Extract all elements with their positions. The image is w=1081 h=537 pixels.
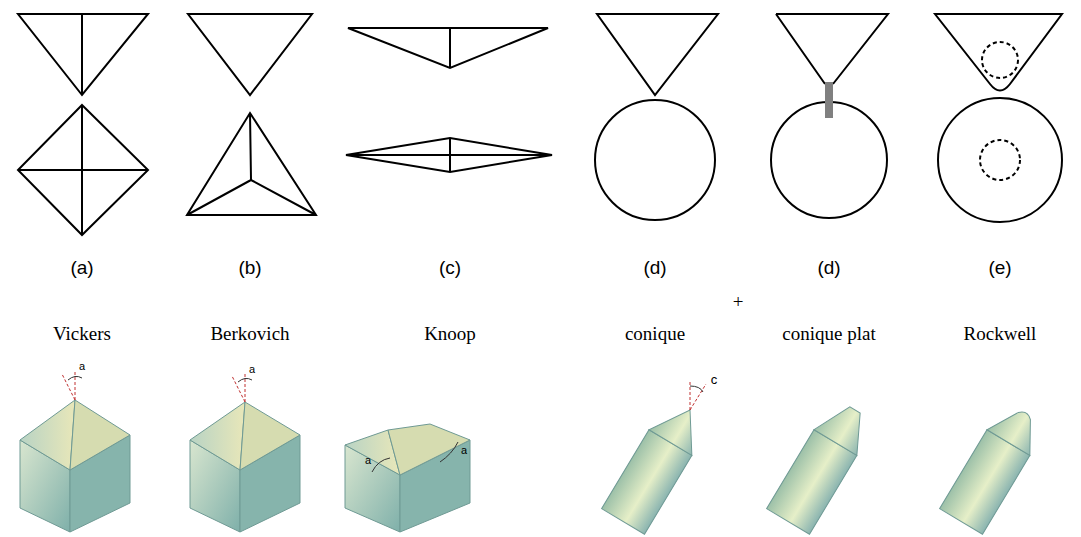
indenter-name: Berkovich (210, 324, 289, 345)
angle-arc (372, 458, 390, 472)
flat-tip-bar (825, 82, 833, 118)
subfigure-letter: (d) (817, 258, 840, 279)
indenter-name: Vickers (53, 324, 111, 345)
vickers-pyramid (20, 400, 75, 470)
knoop-plan (346, 138, 552, 172)
angle-symbol: a (461, 444, 467, 456)
flat-cone-plan (771, 102, 887, 218)
knoop-pyramid (388, 424, 470, 475)
angle-arc (68, 376, 82, 380)
angle-symbol: c (711, 373, 718, 387)
rockwell-tip (987, 400, 1048, 455)
angle-symbol: a (365, 454, 371, 466)
angle-symbol: a (79, 360, 85, 372)
vickers-profile (18, 14, 148, 95)
berkovich-plan (187, 113, 316, 215)
berkovich-pyramid (190, 402, 245, 470)
rockwell-sphere (982, 42, 1018, 78)
angle-arc (440, 442, 458, 462)
flat-cone-profile (776, 14, 888, 84)
flat-cone-tip (814, 397, 876, 455)
rockwell-indenter (940, 400, 1048, 534)
angle-marker (62, 372, 75, 400)
cone-profile (597, 14, 718, 95)
angle-marker (232, 374, 245, 402)
rockwell-plan (938, 98, 1062, 222)
cone-tip (649, 397, 711, 455)
angle-arc (238, 378, 252, 382)
vickers-pyramid (70, 400, 130, 470)
cone-plan (595, 100, 715, 220)
indenter-name: conique plat (782, 324, 875, 345)
rockwell-plan-sphere (980, 140, 1020, 180)
subfigure-letter: (d) (643, 258, 666, 279)
angle-arc (690, 386, 703, 392)
indenter-name: Rockwell (964, 324, 1037, 345)
cone-indenter (602, 397, 712, 534)
berkovich-profile (188, 14, 312, 95)
indenter-name: conique (625, 324, 685, 345)
plus-sign: + (733, 292, 744, 313)
subfigure-letter: (b) (238, 258, 261, 279)
angle-symbol: a (249, 363, 255, 375)
knoop-profile (348, 28, 548, 68)
vickers-plan (18, 105, 148, 235)
indenter-name: Knoop (424, 324, 476, 345)
subfigure-letter: (a) (70, 258, 93, 279)
subfigure-letter: (c) (439, 258, 461, 279)
angle-marker (690, 380, 706, 410)
subfigure-letter: (e) (988, 258, 1011, 279)
berkovich-pyramid (240, 402, 300, 470)
rockwell-profile (935, 14, 1062, 91)
flat-cone-indenter (767, 397, 877, 534)
